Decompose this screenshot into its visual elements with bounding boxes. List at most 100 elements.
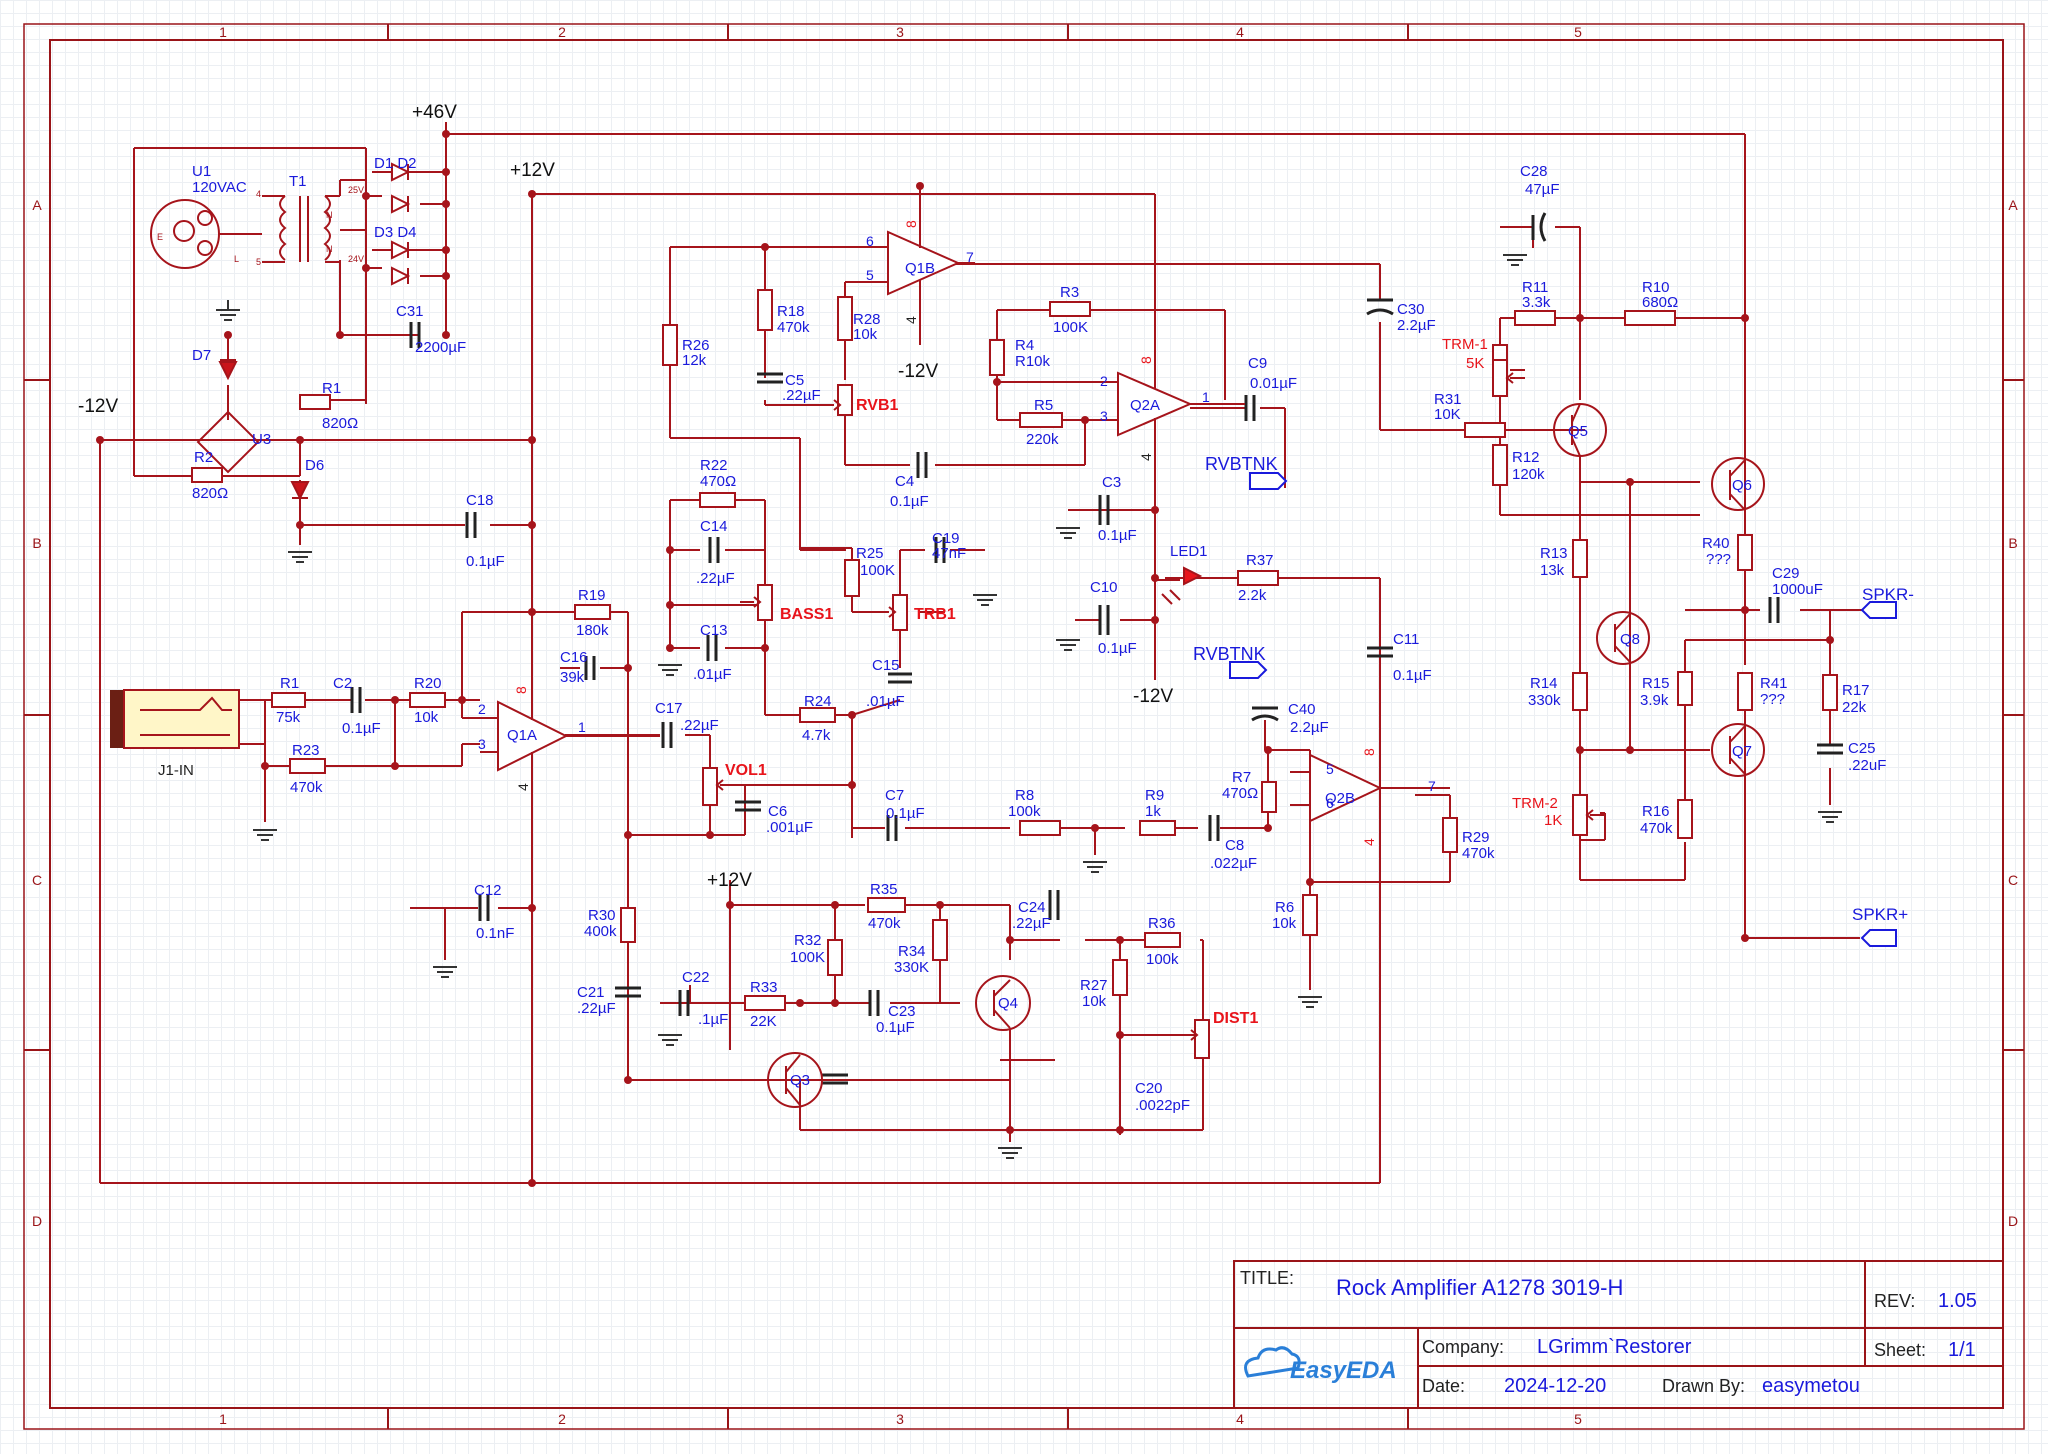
val-r1b: 75k	[276, 709, 301, 726]
pin-number: 4	[1138, 453, 1154, 461]
ref-r2: R2	[194, 449, 213, 466]
ref-c21: C21	[577, 984, 605, 1001]
pin-number: 5	[1326, 761, 1334, 777]
ref-bass1: BASS1	[780, 606, 833, 623]
val-r18: 470k	[777, 319, 810, 336]
val-r26: 12k	[682, 352, 707, 369]
ref-c4: C4	[895, 473, 914, 490]
val-r20: 10k	[414, 709, 439, 726]
ref-trb1: TRB1	[914, 606, 956, 623]
ref-r1b: R1	[280, 675, 299, 692]
terminal-label: N	[326, 210, 333, 220]
pin-number: 4	[515, 783, 531, 791]
ref-r18: R18	[777, 303, 805, 320]
ref-dist1: DIST1	[1213, 1010, 1258, 1027]
val-r3: 100K	[1053, 319, 1088, 336]
ref-c6: C6	[768, 803, 787, 820]
terminal-label: 4	[256, 189, 261, 199]
ref-r30: R30	[588, 907, 616, 924]
easyeda-logo-icon	[1244, 1346, 1301, 1378]
pin-number: 8	[1361, 748, 1377, 756]
val-c18: 0.1µF	[466, 553, 505, 570]
pin-number: 6	[1326, 795, 1334, 811]
val-r31: 10K	[1434, 406, 1461, 423]
net-flags	[1229, 472, 1897, 947]
val-c11: 0.1µF	[1393, 667, 1432, 684]
ref-c19: C19	[932, 530, 960, 547]
ref-q1a: Q1A	[507, 727, 537, 744]
ref-d1d2: D1 D2	[374, 155, 417, 172]
date-value: 2024-12-20	[1504, 1375, 1606, 1397]
ref-c10: C10	[1090, 579, 1118, 596]
row-label: B	[32, 535, 41, 551]
val-c3: 0.1µF	[1098, 527, 1137, 544]
ref-r31: R31	[1434, 391, 1462, 408]
ref-q4: Q4	[998, 995, 1018, 1012]
ref-c5: C5	[785, 372, 804, 389]
val-r19: 180k	[576, 622, 609, 639]
ref-trm1: TRM-1	[1442, 336, 1488, 353]
ref-c17: C17	[655, 700, 683, 717]
pin-number: 6	[866, 233, 874, 249]
val-r14: 330k	[1528, 692, 1561, 709]
net-label: SPKR+	[1852, 905, 1908, 924]
val-r17: 22k	[1842, 699, 1867, 716]
val-c8: .022µF	[1210, 855, 1257, 872]
pin-number: 7	[966, 249, 974, 265]
row-label: D	[32, 1213, 42, 1229]
val-r32: 100K	[790, 949, 825, 966]
ref-r34: R34	[898, 943, 926, 960]
ref-c8: C8	[1225, 837, 1244, 854]
ref-r8: R8	[1015, 787, 1034, 804]
sheet-label: Sheet:	[1874, 1340, 1926, 1360]
val-r4: R10k	[1015, 353, 1051, 370]
pin-number: 3	[1100, 408, 1108, 424]
ref-c20: C20	[1135, 1080, 1163, 1097]
ref-r27: R27	[1080, 977, 1108, 994]
rail-label: -12V	[1133, 686, 1173, 707]
pin-number: 2	[478, 701, 486, 717]
val-c24: .22µF	[1012, 915, 1051, 932]
ref-d7: D7	[192, 347, 211, 364]
rail-label: +46V	[412, 102, 457, 123]
company-value: LGrimm`Restorer	[1537, 1336, 1692, 1358]
val-c25: .22uF	[1848, 757, 1886, 774]
val-c31: 2200µF	[415, 339, 466, 356]
ref-q1b: Q1B	[905, 260, 935, 277]
drawing-frame	[23, 23, 2025, 1430]
ref-rvb1: RVB1	[856, 397, 898, 414]
val-c21: .22µF	[577, 1000, 616, 1017]
col-label: 2	[558, 24, 566, 40]
val-r40: ???	[1706, 551, 1731, 568]
drawn-by-value: easymetou	[1762, 1375, 1860, 1397]
pin-number: 4	[903, 316, 919, 324]
val-c5: .22µF	[782, 387, 821, 404]
transformer-t1	[262, 179, 366, 263]
val-r33: 22K	[750, 1013, 777, 1030]
net-label: RVBTNK	[1193, 644, 1266, 664]
ref-trm2: TRM-2	[1512, 795, 1558, 812]
resistor-bodies	[191, 289, 1838, 1059]
row-label: C	[2008, 872, 2018, 888]
val-c19: 47nF	[932, 545, 966, 562]
ref-c31: C31	[396, 303, 424, 320]
ref-r16: R16	[1642, 803, 1670, 820]
val-r15: 3.9k	[1640, 692, 1669, 709]
ref-r15: R15	[1642, 675, 1670, 692]
ref-r41: R41	[1760, 675, 1788, 692]
row-label: B	[2008, 535, 2017, 551]
company-label: Company:	[1422, 1337, 1504, 1357]
sheet-value: 1/1	[1948, 1339, 1976, 1361]
ref-c28: C28	[1520, 163, 1548, 180]
ref-r40: R40	[1702, 535, 1730, 552]
ref-vol1: VOL1	[725, 762, 767, 779]
ref-r22: R22	[700, 457, 728, 474]
val-c17: .22µF	[680, 717, 719, 734]
ref-r28: R28	[853, 311, 881, 328]
ref-c2: C2	[333, 675, 352, 692]
val-r27: 10k	[1082, 993, 1107, 1010]
val-r35: 470k	[868, 915, 901, 932]
title-block: TITLE: Rock Amplifier A1278 3019-H REV: …	[1233, 1260, 2004, 1409]
ref-q2a: Q2A	[1130, 397, 1160, 414]
